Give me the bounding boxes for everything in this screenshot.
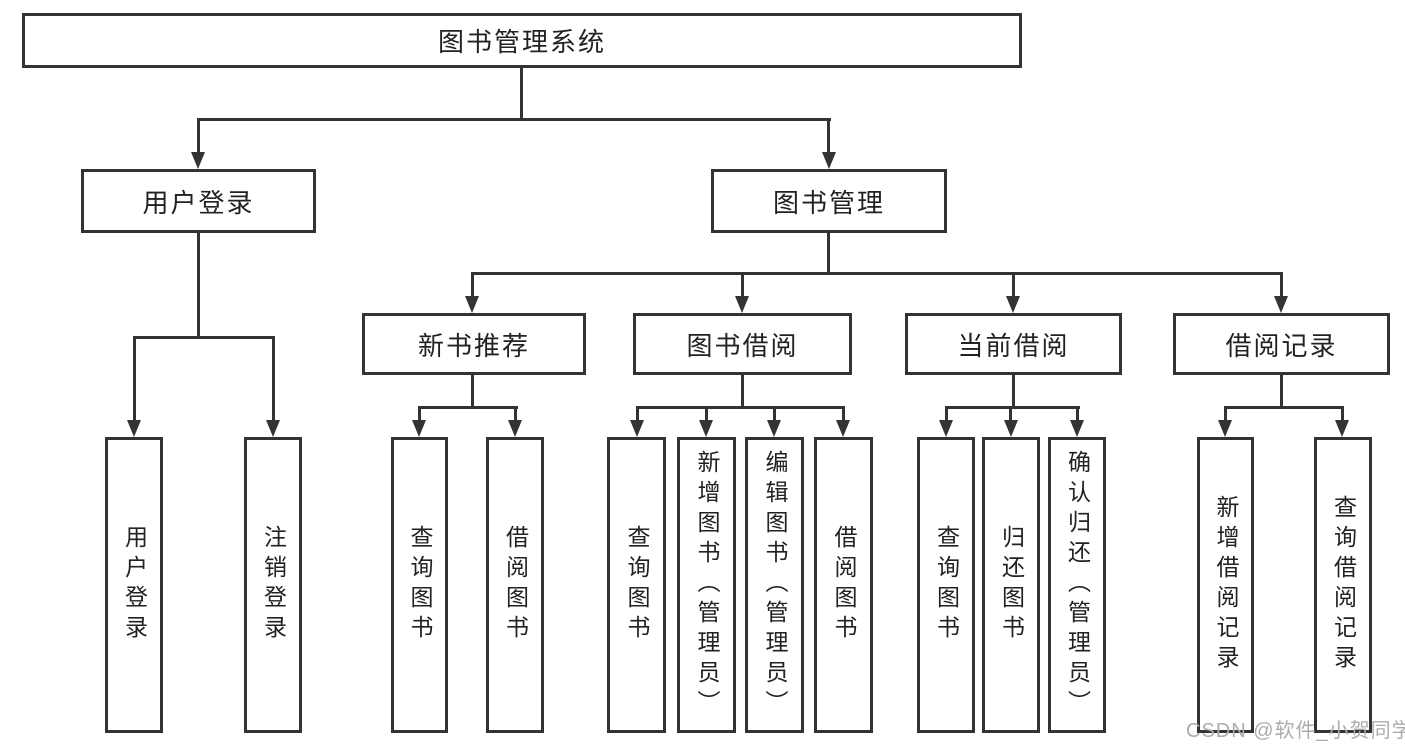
- connector-drop-sub-query-book-current: [945, 406, 948, 423]
- arrowhead-sub-borrow-book-rec: [508, 420, 522, 437]
- connector-drop-sub-user-login: [133, 336, 136, 423]
- node-sub-confirm-return-label: 确认归还（管理员）: [1064, 450, 1091, 720]
- node-sub-query-book-rec-label: 查询图书: [407, 525, 433, 645]
- arrowhead-sub-user-login: [127, 420, 141, 437]
- arrowhead-sub-query-book-borrow: [630, 420, 644, 437]
- node-new-book-recommend-label: 新书推荐: [417, 330, 530, 361]
- node-sub-add-book: 新增图书（管理员）: [677, 437, 736, 733]
- connector-user-login-stem: [197, 233, 200, 336]
- connector-user-login-crossbar: [133, 336, 275, 339]
- node-sub-edit-book: 编辑图书（管理员）: [745, 437, 804, 733]
- arrowhead-sub-add-record: [1218, 420, 1232, 437]
- arrowhead-sub-return-book: [1004, 420, 1018, 437]
- arrowhead-current-borrow: [1006, 296, 1020, 313]
- arrowhead-user-login: [191, 152, 205, 169]
- node-borrow-record: 借阅记录: [1173, 313, 1390, 375]
- arrowhead-sub-query-record: [1335, 420, 1349, 437]
- csdn-watermark: CSDN @软件_小贺同学: [1186, 720, 1405, 742]
- node-sub-query-book-current-label: 查询图书: [933, 525, 960, 645]
- arrowhead-new-book-recommend: [465, 296, 479, 313]
- node-book-borrow-label: 图书借阅: [686, 330, 799, 361]
- connector-current-borrow-stem: [1012, 375, 1015, 406]
- arrowhead-book-borrow: [735, 296, 749, 313]
- connector-drop-sub-return-book: [1009, 406, 1012, 423]
- connector-borrow-record-stem: [1280, 375, 1283, 406]
- node-user-login-label: 用户登录: [142, 187, 255, 218]
- node-sub-borrow-book-rec: 借阅图书: [486, 437, 544, 733]
- node-sub-add-book-label: 新增图书（管理员）: [694, 450, 720, 720]
- connector-drop-user-login: [197, 118, 200, 156]
- connector-drop-new-book-recommend: [471, 272, 474, 299]
- connector-drop-sub-borrow-book-rec: [514, 406, 517, 423]
- node-sub-borrow-book-borrow: 借阅图书: [814, 437, 873, 733]
- arrowhead-book-management: [822, 152, 836, 169]
- node-book-borrow: 图书借阅: [633, 313, 852, 375]
- node-borrow-record-label: 借阅记录: [1225, 330, 1338, 361]
- connector-drop-sub-query-book-rec: [418, 406, 421, 423]
- node-sub-return-book: 归还图书: [982, 437, 1040, 733]
- arrowhead-sub-confirm-return: [1070, 420, 1084, 437]
- node-sub-user-login: 用户登录: [105, 437, 163, 733]
- node-book-management-label: 图书管理: [772, 187, 885, 218]
- arrowhead-sub-logout: [266, 420, 280, 437]
- connector-new-book-recommend-stem: [471, 375, 474, 406]
- node-root-label: 图书管理系统: [437, 27, 606, 57]
- connector-drop-sub-query-book-borrow: [636, 406, 639, 423]
- node-sub-confirm-return: 确认归还（管理员）: [1048, 437, 1106, 733]
- node-sub-borrow-book-rec-label: 借阅图书: [502, 525, 529, 645]
- node-current-borrow-label: 当前借阅: [957, 330, 1070, 361]
- connector-book-borrow-stem: [741, 375, 744, 406]
- connector-borrow-record-crossbar: [1224, 406, 1344, 409]
- connector-root-crossbar: [197, 118, 831, 121]
- connector-drop-sub-confirm-return: [1076, 406, 1079, 423]
- connector-drop-sub-add-record: [1224, 406, 1227, 423]
- connector-root-stem: [520, 68, 523, 118]
- node-sub-logout: 注销登录: [244, 437, 302, 733]
- connector-drop-sub-logout: [272, 336, 275, 423]
- connector-drop-book-management: [827, 118, 830, 156]
- node-sub-query-book-current: 查询图书: [917, 437, 975, 733]
- connector-book-management-crossbar: [471, 272, 1283, 275]
- connector-drop-current-borrow: [1012, 272, 1015, 299]
- arrowhead-sub-add-book: [699, 420, 713, 437]
- node-sub-logout-label: 注销登录: [260, 525, 287, 645]
- node-sub-add-record: 新增借阅记录: [1197, 437, 1254, 733]
- node-sub-add-record-label: 新增借阅记录: [1213, 495, 1239, 675]
- connector-drop-sub-borrow-book-borrow: [842, 406, 845, 423]
- node-book-management: 图书管理: [711, 169, 947, 233]
- node-root: 图书管理系统: [22, 13, 1022, 68]
- node-user-login: 用户登录: [81, 169, 316, 233]
- node-sub-query-book-rec: 查询图书: [391, 437, 448, 733]
- node-sub-user-login-label: 用户登录: [121, 525, 148, 645]
- node-current-borrow: 当前借阅: [905, 313, 1122, 375]
- arrowhead-borrow-record: [1274, 296, 1288, 313]
- connector-book-management-stem: [827, 233, 830, 272]
- arrowhead-sub-query-book-current: [939, 420, 953, 437]
- arrowhead-sub-edit-book: [767, 420, 781, 437]
- arrowhead-sub-borrow-book-borrow: [836, 420, 850, 437]
- node-sub-edit-book-label: 编辑图书（管理员）: [762, 450, 788, 720]
- connector-drop-sub-edit-book: [773, 406, 776, 423]
- node-sub-query-book-borrow: 查询图书: [607, 437, 666, 733]
- node-sub-query-record-label: 查询借阅记录: [1330, 495, 1357, 675]
- node-new-book-recommend: 新书推荐: [362, 313, 586, 375]
- node-sub-query-record: 查询借阅记录: [1314, 437, 1372, 733]
- connector-new-book-recommend-crossbar: [418, 406, 518, 409]
- arrowhead-sub-query-book-rec: [412, 420, 426, 437]
- connector-drop-borrow-record: [1280, 272, 1283, 299]
- node-sub-query-book-borrow-label: 查询图书: [624, 525, 650, 645]
- node-sub-borrow-book-borrow-label: 借阅图书: [831, 525, 857, 645]
- connector-drop-book-borrow: [741, 272, 744, 299]
- node-sub-return-book-label: 归还图书: [998, 525, 1025, 645]
- connector-book-borrow-crossbar: [636, 406, 845, 409]
- connector-drop-sub-add-book: [705, 406, 708, 423]
- connector-current-borrow-crossbar: [945, 406, 1080, 409]
- connector-drop-sub-query-record: [1341, 406, 1344, 423]
